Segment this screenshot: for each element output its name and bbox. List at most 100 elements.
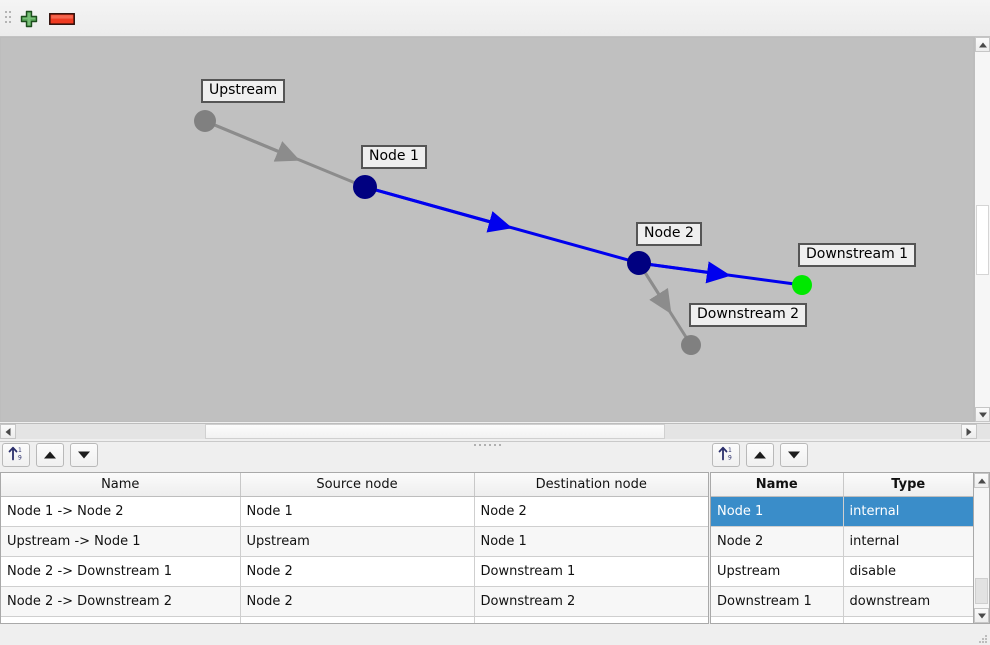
triangle-down-icon [78, 451, 90, 459]
scroll-right-button[interactable] [961, 424, 977, 439]
triangle-down-icon [977, 613, 986, 618]
sort-ascending-icon: 1 9 [7, 446, 25, 465]
triangle-down-icon [978, 412, 987, 417]
svg-text:1: 1 [728, 447, 732, 454]
edge-table-header-row: Name Source node Destination node [1, 473, 708, 497]
node-table[interactable]: Name Type Node 1 internal Node 2 interna… [710, 472, 974, 624]
table-row[interactable]: Node 2 -> Downstream 1 Node 2 Downstream… [1, 556, 708, 587]
graph-node-label-node1[interactable]: Node 1 [361, 145, 427, 169]
node-cell-name[interactable]: Downstream 1 [711, 586, 844, 617]
node-column-type[interactable]: Type [843, 473, 973, 497]
node-cell-name[interactable]: Upstream [711, 556, 844, 587]
graph-node-node1[interactable] [353, 175, 377, 199]
table-row[interactable]: Upstream disable [711, 556, 973, 587]
scroll-down-button[interactable] [975, 407, 990, 422]
add-node-button[interactable] [20, 10, 38, 28]
graph-node-downstream1[interactable] [792, 275, 812, 295]
node-cell-type[interactable]: downstream [843, 586, 973, 617]
main-toolbar [0, 0, 990, 37]
canvas-vertical-scroll-thumb[interactable] [976, 205, 989, 275]
node-cell-type[interactable]: internal [843, 496, 973, 527]
node-scroll-down-button[interactable] [974, 608, 989, 623]
table-row[interactable]: Downstream 1 downstream [711, 586, 973, 617]
graph-node-label-node2[interactable]: Node 2 [636, 222, 702, 246]
status-area [0, 624, 990, 645]
edge-table[interactable]: Name Source node Destination node Node 1… [0, 472, 709, 624]
triangle-up-icon [44, 451, 56, 459]
edge-move-down-button[interactable] [70, 443, 98, 467]
graph-node-label-downstream2[interactable]: Downstream 2 [689, 303, 808, 327]
node-table-scroll-thumb[interactable] [975, 578, 988, 604]
graph-edge-node2-downstream2[interactable] [637, 262, 693, 346]
edge-column-name[interactable]: Name [1, 473, 241, 497]
table-row[interactable]: Node 1 internal [711, 496, 973, 527]
svg-text:9: 9 [18, 455, 22, 462]
triangle-down-icon [788, 451, 800, 459]
edge-column-source[interactable]: Source node [240, 473, 475, 497]
graph-canvas-area: Upstream Node 1 Node 2 Downstream 1 Down… [0, 37, 990, 450]
graph-edge-upstream-node1[interactable] [204, 119, 366, 189]
resize-grip[interactable] [979, 635, 987, 643]
toolbar-drag-handle[interactable] [5, 11, 11, 27]
canvas-vertical-scrollbar[interactable] [974, 37, 990, 422]
edge-cell-name[interactable]: Node 2 -> Downstream 2 [1, 586, 241, 617]
node-table-vertical-scrollbar[interactable] [974, 472, 990, 624]
scroll-up-button[interactable] [975, 37, 990, 52]
node-move-up-button[interactable] [746, 443, 774, 467]
edge-cell-name[interactable]: Node 1 -> Node 2 [1, 496, 241, 527]
graph-node-label-upstream[interactable]: Upstream [201, 79, 286, 103]
panel-splitter[interactable] [0, 441, 990, 450]
edge-cell-source[interactable]: Node 2 [240, 556, 475, 587]
node-cell-type[interactable]: internal [843, 526, 973, 557]
graph-node-node2[interactable] [627, 251, 651, 275]
edge-move-up-button[interactable] [36, 443, 64, 467]
table-row[interactable]: Node 2 -> Downstream 2 Node 2 Downstream… [1, 586, 708, 617]
edge-cell-source[interactable]: Upstream [240, 526, 475, 557]
edge-cell-destination[interactable]: Node 1 [474, 526, 708, 557]
edge-cell-destination[interactable]: Node 2 [474, 496, 708, 527]
node-sort-button[interactable]: 1 9 [712, 443, 740, 467]
plus-icon [20, 10, 38, 28]
table-row[interactable]: Node 1 -> Node 2 Node 1 Node 2 [1, 496, 708, 527]
svg-text:9: 9 [728, 455, 732, 462]
node-scroll-up-button[interactable] [974, 473, 989, 488]
graph-node-label-downstream1[interactable]: Downstream 1 [798, 243, 917, 267]
graph-edge-node1-node2[interactable] [364, 185, 640, 265]
edge-cell-destination[interactable]: Downstream 1 [474, 556, 708, 587]
node-column-name[interactable]: Name [711, 473, 844, 497]
triangle-up-icon [977, 478, 986, 483]
edge-cell-name[interactable]: Node 2 -> Downstream 1 [1, 556, 241, 587]
edge-cell-destination[interactable]: Downstream 2 [474, 586, 708, 617]
node-move-down-button[interactable] [780, 443, 808, 467]
edge-cell-name[interactable]: Upstream -> Node 1 [1, 526, 241, 557]
canvas-horizontal-scrollbar[interactable] [0, 423, 990, 439]
canvas-horizontal-scroll-track[interactable] [17, 424, 960, 439]
node-cell-type[interactable]: disable [843, 556, 973, 587]
canvas-horizontal-scroll-thumb[interactable] [205, 424, 665, 439]
table-row[interactable]: Node 2 internal [711, 526, 973, 557]
graph-canvas[interactable]: Upstream Node 1 Node 2 Downstream 1 Down… [0, 37, 974, 422]
remove-node-button[interactable] [49, 13, 75, 25]
minus-icon [49, 13, 75, 25]
triangle-up-icon [978, 42, 987, 47]
node-cell-name[interactable]: Node 2 [711, 526, 844, 557]
edge-cell-source[interactable]: Node 1 [240, 496, 475, 527]
table-row[interactable]: Upstream -> Node 1 Upstream Node 1 [1, 526, 708, 557]
node-cell-name[interactable]: Node 1 [711, 496, 844, 527]
graph-node-downstream2[interactable] [681, 335, 701, 355]
graph-node-upstream[interactable] [194, 110, 216, 132]
graph-svg [194, 110, 812, 355]
node-table-empty-row [711, 616, 973, 623]
edge-cell-source[interactable]: Node 2 [240, 586, 475, 617]
triangle-right-icon [966, 427, 972, 436]
edge-table-empty-row [1, 616, 708, 623]
scroll-left-button[interactable] [0, 424, 16, 439]
splitter-grip[interactable] [474, 444, 501, 447]
graph-edge-node2-downstream1[interactable] [638, 261, 803, 287]
edge-column-destination[interactable]: Destination node [474, 473, 708, 497]
node-table-header-row: Name Type [711, 473, 973, 497]
triangle-left-icon [5, 427, 11, 436]
svg-text:1: 1 [18, 447, 22, 454]
edge-sort-button[interactable]: 1 9 [2, 443, 30, 467]
sort-ascending-icon: 1 9 [717, 446, 735, 465]
